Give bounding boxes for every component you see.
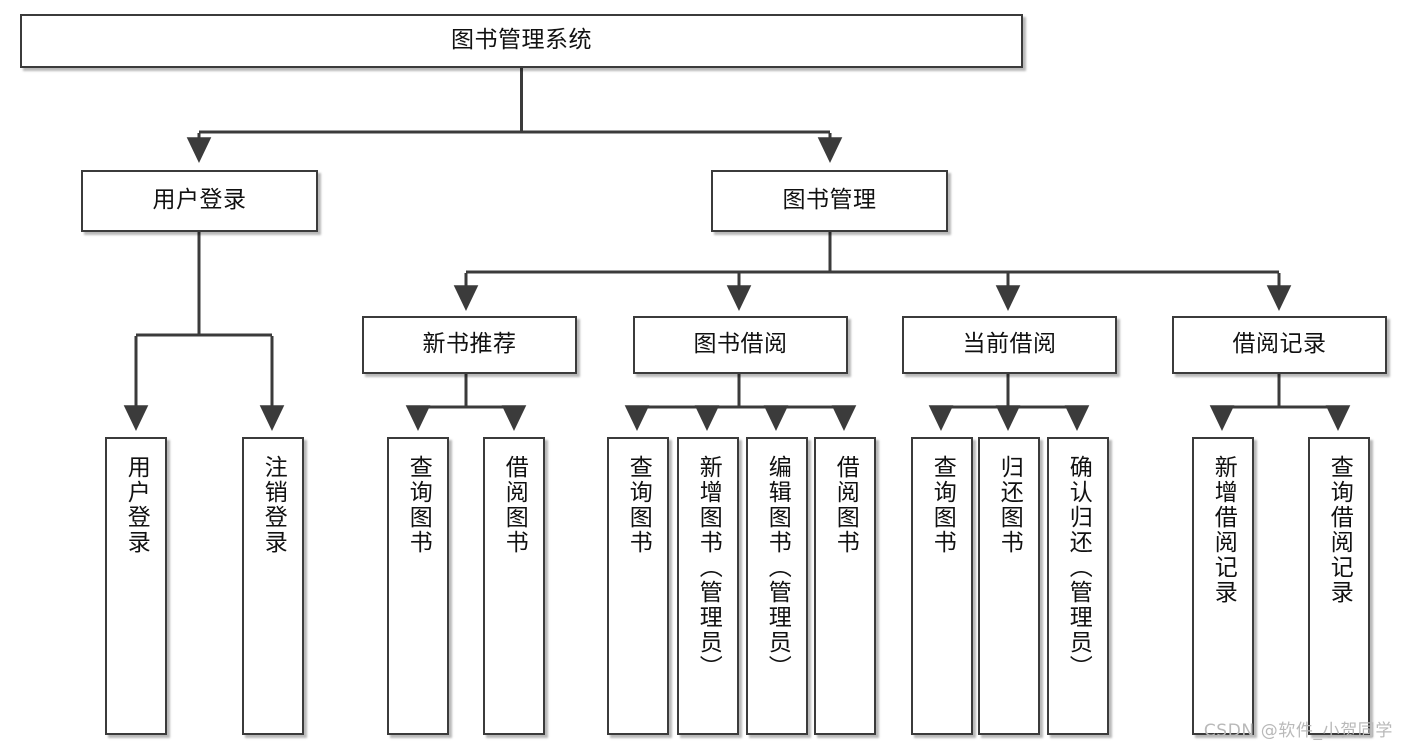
- node-label: 归还图书: [996, 455, 1023, 555]
- leaf-return-book[interactable]: 归还图书: [978, 437, 1040, 735]
- leaf-borrow-book[interactable]: 借阅图书: [814, 437, 876, 735]
- leaf-user-login[interactable]: 用户登录: [105, 437, 167, 735]
- node-book-manage[interactable]: 图书管理: [711, 170, 948, 232]
- node-label: 查询图书: [929, 455, 956, 555]
- node-label: 用户登录: [152, 187, 247, 214]
- node-label: 借阅图书: [501, 455, 528, 555]
- node-label: 新书推荐: [422, 331, 517, 358]
- node-book-management-system[interactable]: 图书管理系统: [20, 14, 1023, 68]
- node-label: 查询图书: [405, 455, 432, 555]
- node-current-borrow[interactable]: 当前借阅: [902, 316, 1117, 374]
- node-label: 当前借阅: [962, 331, 1057, 358]
- node-label: 注销登录: [260, 455, 287, 555]
- node-label: 图书借阅: [693, 331, 788, 358]
- node-book-borrow[interactable]: 图书借阅: [633, 316, 848, 374]
- node-label: 用户登录: [123, 455, 150, 555]
- node-user-login[interactable]: 用户登录: [81, 170, 318, 232]
- leaf-query-borrow-record[interactable]: 查询借阅记录: [1308, 437, 1370, 735]
- leaf-confirm-return-admin[interactable]: 确认归还（管理员）: [1047, 437, 1109, 735]
- leaf-query-book-recommend[interactable]: 查询图书: [387, 437, 449, 735]
- leaf-logout[interactable]: 注销登录: [242, 437, 304, 735]
- node-label: 新增图书（管理员）: [695, 455, 722, 680]
- node-label: 借阅记录: [1232, 331, 1327, 358]
- node-label: 新增借阅记录: [1210, 455, 1237, 605]
- node-label: 借阅图书: [832, 455, 859, 555]
- leaf-add-book-admin[interactable]: 新增图书（管理员）: [677, 437, 739, 735]
- node-label: 确认归还（管理员）: [1065, 455, 1092, 680]
- node-new-book-recommend[interactable]: 新书推荐: [362, 316, 577, 374]
- leaf-query-book-borrow[interactable]: 查询图书: [607, 437, 669, 735]
- leaf-query-book-current[interactable]: 查询图书: [911, 437, 973, 735]
- leaf-borrow-book-recommend[interactable]: 借阅图书: [483, 437, 545, 735]
- leaf-add-borrow-record[interactable]: 新增借阅记录: [1192, 437, 1254, 735]
- leaf-edit-book-admin[interactable]: 编辑图书（管理员）: [746, 437, 808, 735]
- node-label: 图书管理系统: [451, 27, 592, 54]
- node-label: 图书管理: [782, 187, 877, 214]
- node-borrow-record[interactable]: 借阅记录: [1172, 316, 1387, 374]
- node-label: 查询借阅记录: [1326, 455, 1353, 605]
- node-label: 查询图书: [625, 455, 652, 555]
- csdn-watermark: CSDN @软件_小贺同学: [1203, 721, 1393, 741]
- node-label: 编辑图书（管理员）: [764, 455, 791, 680]
